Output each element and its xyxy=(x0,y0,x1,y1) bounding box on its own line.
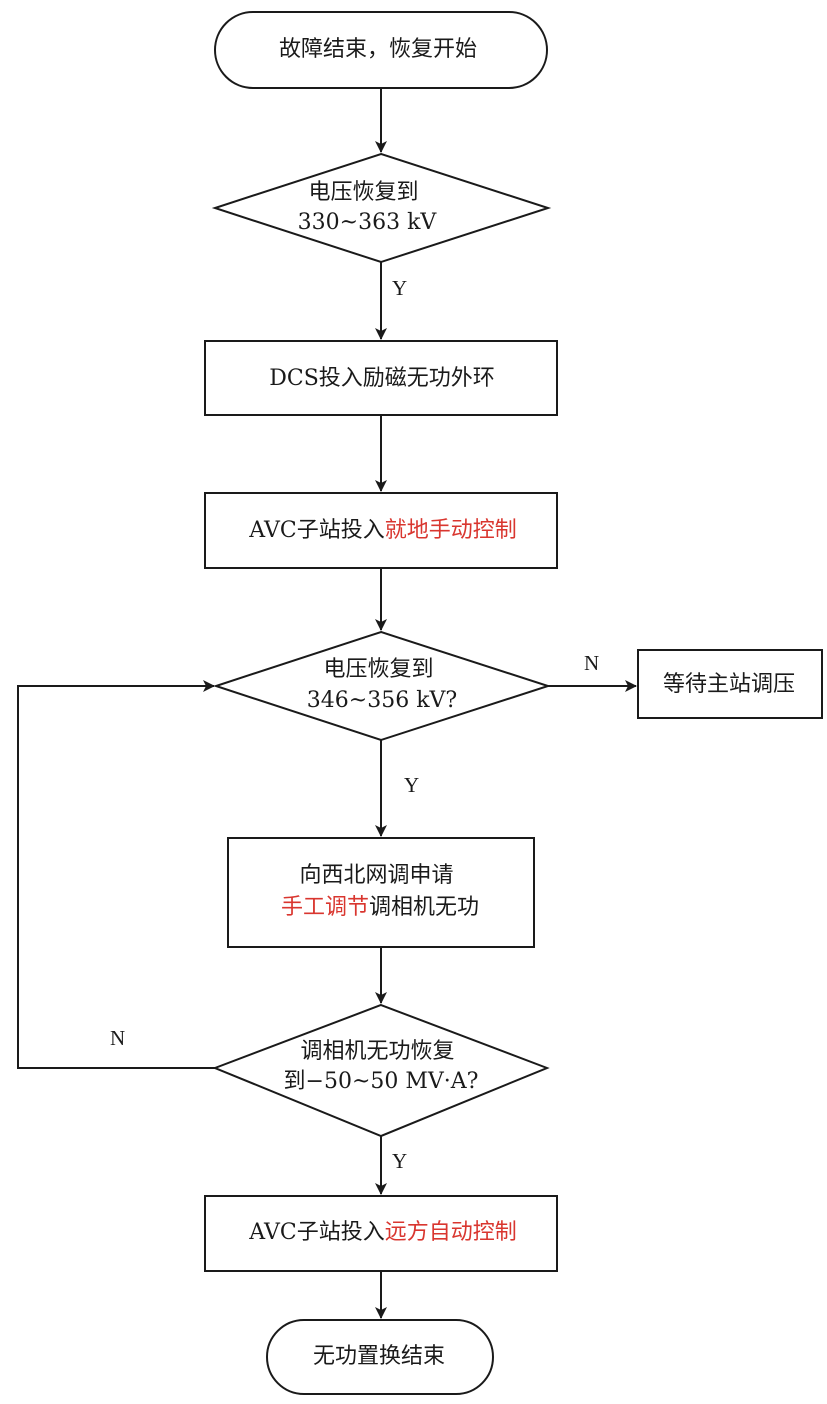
avc-local-label: AVC子站投入就地手动控制 xyxy=(248,518,517,543)
edge-label-y1: Y xyxy=(392,276,407,300)
wait-master-text: 等待主站调压 xyxy=(663,672,795,697)
decision-voltage-2-line1: 电压恢复到 xyxy=(323,657,433,682)
apply-northwest-label: 向西北网调申请 手工调节调相机无功 xyxy=(281,863,479,920)
connectors xyxy=(17,88,637,1319)
avc-local-prefix: AVC子站投入 xyxy=(248,518,385,543)
edge-label-y2: Y xyxy=(404,773,419,797)
edge-label-n-loop: N xyxy=(110,1026,125,1050)
edge-labels: Y N Y N Y xyxy=(110,276,599,1173)
edge-label-n-wait: N xyxy=(584,651,599,675)
decision-reactive-line2: 到−50~50 MV·A? xyxy=(284,1069,479,1094)
decision-voltage-2-diamond xyxy=(212,630,552,742)
decision-reactive-diamond xyxy=(212,1003,550,1138)
decision-reactive-line1: 调相机无功恢复 xyxy=(300,1039,454,1064)
decision-voltage-1-line1: 电压恢复到 xyxy=(308,180,418,205)
wait-master-label: 等待主站调压 xyxy=(663,672,795,697)
edge-decision3-loop-back xyxy=(17,680,215,1069)
avc-local-box xyxy=(204,492,558,569)
shapes xyxy=(204,11,823,1395)
dcs-step-label: DCS投入励磁无功外环 xyxy=(269,366,495,391)
avc-remote-box xyxy=(204,1195,558,1272)
decision-voltage-2-line2: 346~356 kV? xyxy=(307,688,457,713)
decision-voltage-1-diamond xyxy=(211,152,552,264)
dcs-step-text: DCS投入励磁无功外环 xyxy=(269,366,495,391)
apply-northwest-highlight: 手工调节 xyxy=(281,895,369,920)
avc-remote-highlight: 远方自动控制 xyxy=(385,1220,517,1245)
start-text: 故障结束，恢复开始 xyxy=(279,37,477,62)
decision-voltage-2-label: 电压恢复到 346~356 kV? xyxy=(307,657,457,713)
avc-remote-label: AVC子站投入远方自动控制 xyxy=(248,1220,517,1245)
decision-voltage-1-label: 电压恢复到 330~363 kV xyxy=(298,180,438,235)
start-label: 故障结束，恢复开始 xyxy=(279,37,477,62)
apply-northwest-line1: 向西北网调申请 xyxy=(299,863,453,888)
apply-northwest-line2-rest: 调相机无功 xyxy=(369,895,479,920)
apply-northwest-box xyxy=(227,837,535,948)
avc-remote-prefix: AVC子站投入 xyxy=(248,1220,385,1245)
start-terminal xyxy=(214,11,548,89)
decision-voltage-1-line2: 330~363 kV xyxy=(298,210,438,235)
end-text: 无功置换结束 xyxy=(313,1344,445,1369)
wait-master-box xyxy=(637,649,823,719)
decision-reactive-label: 调相机无功恢复 到−50~50 MV·A? xyxy=(284,1039,479,1094)
node-labels: 故障结束，恢复开始 电压恢复到 330~363 kV DCS投入励磁无功外环 A… xyxy=(248,37,795,1369)
avc-local-highlight: 就地手动控制 xyxy=(385,518,517,543)
end-label: 无功置换结束 xyxy=(313,1344,445,1369)
edge-label-y3: Y xyxy=(392,1149,407,1173)
dcs-step-box xyxy=(204,340,558,416)
end-terminal xyxy=(266,1319,494,1395)
